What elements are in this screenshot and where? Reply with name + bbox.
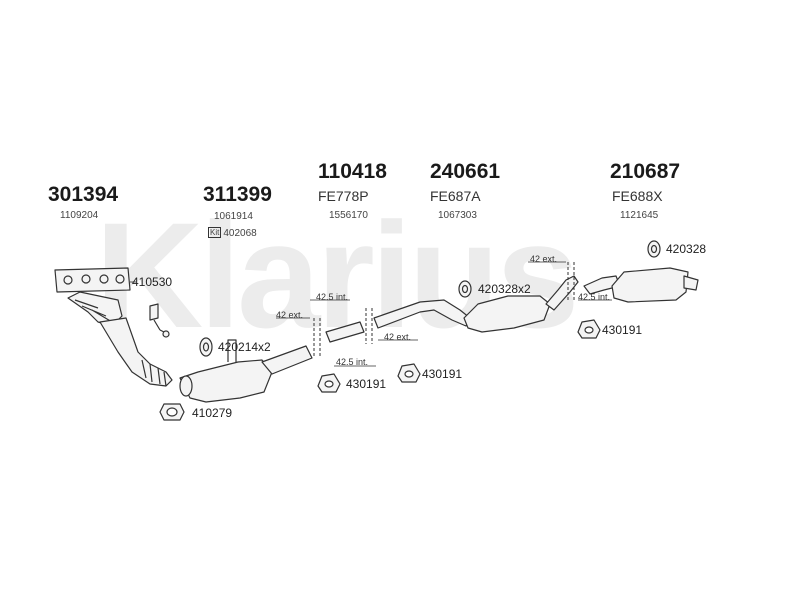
- part-number-rear-silencer: 210687: [610, 160, 681, 183]
- ref-number-centre-silencer: 1067303: [438, 210, 477, 221]
- dimension-label: 42 ext.: [276, 310, 304, 320]
- dimension-label: 42 ext.: [530, 254, 558, 264]
- kit-badge: Kit: [208, 227, 222, 238]
- code-centre-silencer: FE687A: [430, 188, 481, 204]
- rubber-ring: [647, 240, 661, 258]
- oxygen-sensor: [149, 303, 170, 338]
- callout-410530: 410530: [132, 275, 173, 289]
- rubber-hanger: [317, 373, 341, 393]
- dimension-marks: [313, 262, 575, 356]
- ref-number-catalyst: 1556170: [329, 210, 368, 221]
- manifold-gasket: [54, 267, 131, 293]
- ref-number-front-pipe: 1061914: [214, 211, 253, 222]
- dimension-label: 42.5 int.: [316, 292, 349, 302]
- callout-430191-b: 430191: [422, 367, 463, 381]
- callout-420328x2: 420328x2: [478, 282, 531, 296]
- dimension-label: 42.5 int.: [578, 292, 611, 302]
- centre-silencer: [463, 275, 579, 333]
- ref-number-rear-silencer: 1121645: [620, 210, 659, 221]
- rear-silencer: [583, 267, 699, 303]
- dimension-label: 42 ext.: [384, 332, 412, 342]
- callout-420328: 420328: [666, 242, 707, 256]
- rubber-hanger: [577, 319, 601, 339]
- catalytic-converter: [179, 339, 313, 403]
- code-rear-silencer: FE688X: [612, 188, 663, 204]
- code-catalyst: FE778P: [318, 188, 369, 204]
- flange-gasket: [159, 403, 185, 421]
- rubber-hanger: [397, 363, 421, 383]
- part-number-catalyst: 110418: [318, 160, 387, 183]
- rubber-ring: [458, 280, 472, 298]
- dimension-label: 42.5 int.: [336, 357, 369, 367]
- connecting-pipe: [325, 299, 471, 343]
- kit-number: 402068: [223, 228, 257, 239]
- part-number-centre-silencer: 240661: [430, 160, 501, 183]
- callout-410279: 410279: [192, 406, 233, 420]
- front-pipe: [99, 317, 173, 387]
- ref-number-manifold: 1109204: [60, 210, 99, 221]
- clamp-ring: [199, 337, 213, 357]
- callout-420214: 420214x2: [218, 340, 271, 354]
- callout-430191-c: 430191: [602, 323, 643, 337]
- part-number-manifold: 301394: [48, 183, 119, 206]
- part-number-front-pipe: 311399: [203, 183, 272, 206]
- callout-430191-a: 430191: [346, 377, 387, 391]
- leader-lines: [130, 261, 612, 367]
